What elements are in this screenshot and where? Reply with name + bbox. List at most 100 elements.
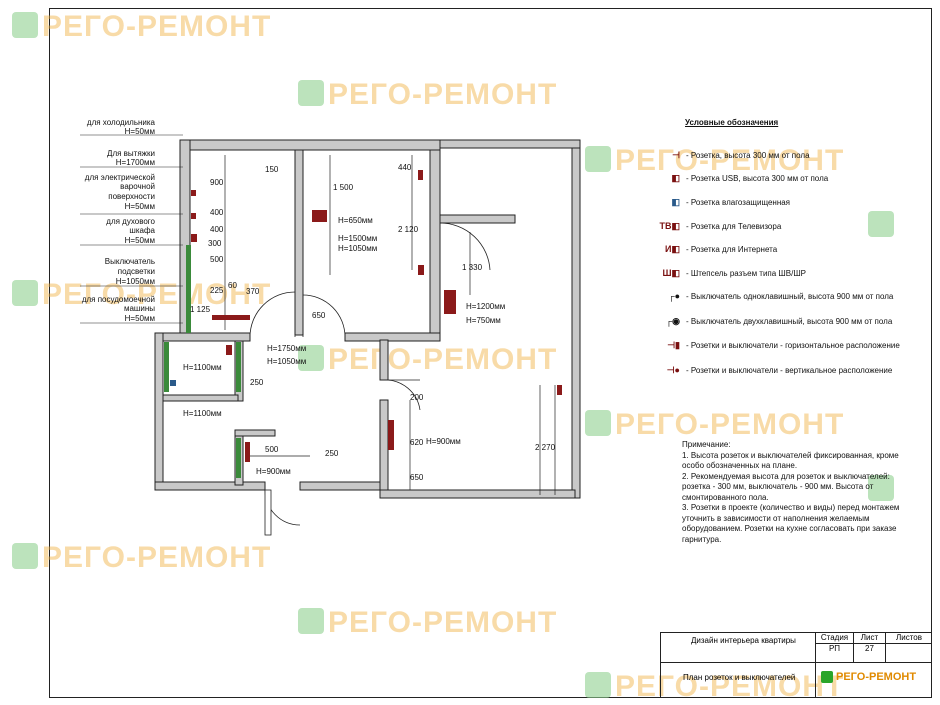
notes: Примечание: 1. Высота розеток и выключат… [682,440,912,545]
dim: 225 [210,286,224,295]
dim: 2 120 [398,225,419,234]
logo-icon [12,543,38,569]
height-label: Н=900мм [426,437,461,446]
label-fridge: для холодильника [87,118,156,127]
legend-symbol: Ш [662,267,672,278]
legend-item-tv: ТВ◧ - Розетка для Телевизора [640,219,910,233]
tv-socket-icon: ТВ◧ [659,220,680,231]
drawing-title: План розеток и выключателей [661,663,816,697]
logo-icon [12,280,38,306]
dimension-values: 900 400 400 300 500 225 60 370 1 125 150… [190,163,556,482]
label-hood-height: Н=1700мм [116,158,155,167]
label-hood: Для вытяжки [107,149,155,158]
height-label: Н=650мм [338,216,373,225]
title-block: Дизайн интерьера квартиры Стадия Лист Ли… [660,632,932,698]
watermark: РЕГО-РЕМОНТ [615,408,844,441]
dim: 250 [250,378,264,387]
legend-text: - Штепсель разъем типа ШВ/ШР [686,268,806,278]
dim: 60 [228,281,237,290]
watermark: РЕГО-РЕМОНТ [42,10,271,43]
height-label: Н=1050мм [338,244,377,253]
dim: 400 [210,208,224,217]
height-label: Н=1500мм [338,234,377,243]
watermark: РЕГО-РЕМОНТ [42,278,271,311]
dim: 1 500 [333,183,354,192]
logo-icon [868,211,894,237]
legend-text: - Выключатель двухклавишный, высота 900 … [686,316,893,326]
green-walls [164,245,241,478]
sheets-value [886,644,932,663]
logo-text: РЕГО-РЕМОНТ [836,671,917,683]
logo-icon [868,475,894,501]
legend-item-switch-2: ┌◉ - Выключатель двухклавишный, высота 90… [640,314,910,328]
height-label: Н=1200мм [466,302,505,311]
dim: 1 125 [190,305,211,314]
company-logo: РЕГО-РЕМОНТ [821,671,916,683]
dim: 650 [410,473,424,482]
watermarks: РЕГО-РЕМОНТ РЕГО-РЕМОНТ РЕГО-РЕМОНТ РЕГО… [12,10,894,703]
legend-text: - Выключатель одноклавишный, высота 900 … [686,291,894,301]
note-line: 1. Высота розеток и выключателей фиксиро… [682,450,899,471]
doors [249,222,491,536]
dim: 440 [398,163,412,172]
legend-symbol: И [665,243,672,254]
dim: 400 [210,225,224,234]
dim: 300 [208,239,222,248]
sheet-label: Лист [854,633,886,644]
watermark: РЕГО-РЕМОНТ [42,541,271,574]
horizontal-group-icon: ⊣▮ [667,339,680,350]
watermark: РЕГО-РЕМОНТ [615,144,844,177]
label-hob-2: варочной [120,182,155,191]
logo-icon [585,146,611,172]
legend-text: - Розетка для Интернета [686,244,778,254]
legend-item-socket: ⊣ - Розетка, высота 300 мм от пола [640,148,910,162]
plug-icon: Ш◧ [662,267,680,278]
legend-item-vertical: ⊣●- Розетки и выключатели - вертикальное… [640,363,910,377]
waterproof-socket-icon: ◧ [671,196,680,207]
label-fridge-height: Н=50мм [125,127,155,136]
label-oven: для духового [106,217,155,226]
sheets-label: Листов [886,633,932,644]
logo-icon [12,12,38,38]
dim: 370 [246,287,260,296]
notes-title: Примечание: [682,440,731,449]
legend-text: - Розетка, высота 300 мм от пола [686,150,810,160]
legend-item-horizontal: ⊣▮ - Розетки и выключатели - горизонтальн… [640,338,910,352]
label-light-switch: Выключатель [105,257,155,266]
watermark: РЕГО-РЕМОНТ [328,343,557,376]
label-hob-height: Н=50мм [125,202,155,211]
dim: 250 [325,449,339,458]
label-light-switch-height: Н=1050мм [116,277,155,286]
height-label: Н=900мм [256,467,291,476]
legend-item-plug: Ш◧ - Штепсель разъем типа ШВ/ШР [640,266,910,280]
label-hob-3: поверхности [108,192,155,201]
legend-item-waterproof: ◧ - Розетка влагозащищенная [640,195,910,209]
legend-text: - Розетка для Телевизора [686,221,782,231]
legend-text: - Розетка влагозащищенная [686,197,791,207]
stage-value: РП [816,644,854,663]
single-switch-icon: ┌● [668,291,680,301]
height-label: Н=1750мм [267,344,306,353]
socket-icon: ⊣ [672,149,680,160]
dim: 2 270 [535,443,556,452]
dim: 200 [410,393,424,402]
usb-socket-icon: ◧ [671,172,680,183]
label-oven-height: Н=50мм [125,236,155,245]
logo-icon [298,608,324,634]
left-labels: для холодильника Н=50мм Для вытяжки Н=17… [80,118,183,324]
project-name: Дизайн интерьера квартиры [661,633,816,663]
label-light-switch-2: подсветки [118,267,155,276]
height-label: Н=1100мм [183,363,222,372]
logo-icon [585,410,611,436]
legend-text: - Розетка USB, высота 300 мм от пола [686,173,829,183]
label-oven-2: шкафа [129,226,155,235]
note-line: 3. Розетки в проекте (количество и виды)… [682,503,900,544]
legend-item-internet: И◧- Розетка для Интернета [640,242,910,256]
legend-text: - Розетки и выключатели - горизонтальное… [686,340,900,350]
logo-icon [821,671,833,683]
double-switch-icon: ┌◉ [665,315,680,326]
sockets [170,170,562,462]
dim: 900 [210,178,224,187]
